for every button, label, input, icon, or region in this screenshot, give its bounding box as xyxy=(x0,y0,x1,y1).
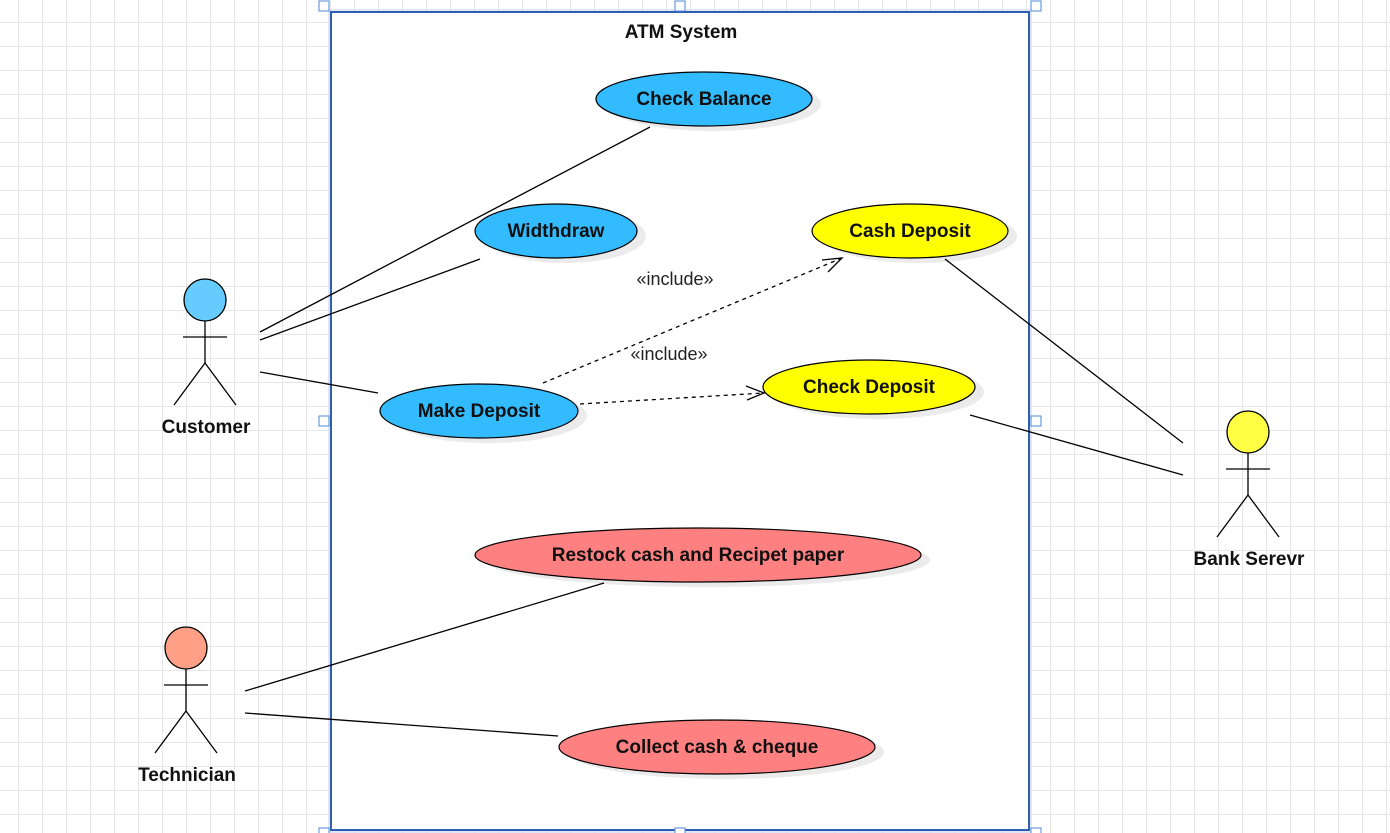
actor-label: Customer xyxy=(162,417,251,438)
system-title: ATM System xyxy=(625,22,738,43)
association-technician-collect[interactable] xyxy=(244,712,559,737)
association-customer-check-balance[interactable] xyxy=(259,126,651,333)
resize-handle-top-left[interactable] xyxy=(318,0,330,12)
actor-technician[interactable]: Technician xyxy=(138,626,236,786)
include-relation-check-deposit[interactable] xyxy=(579,385,766,405)
association-customer-withdraw[interactable] xyxy=(259,258,481,341)
use-case-label: Check Deposit xyxy=(803,377,936,398)
resize-handle-bottom-left[interactable] xyxy=(318,827,330,833)
actor-head xyxy=(1226,410,1270,454)
use-case-label: Make Deposit xyxy=(418,401,541,422)
actor-customer[interactable]: Customer xyxy=(162,278,251,438)
resize-handle-middle-right[interactable] xyxy=(1030,415,1042,427)
resize-handle-top-right[interactable] xyxy=(1030,0,1042,12)
association-technician-restock[interactable] xyxy=(244,582,605,692)
actor-bank-server[interactable]: Bank Serevr xyxy=(1194,410,1306,570)
resize-handle-bottom-right[interactable] xyxy=(1030,827,1042,833)
association-customer-make-deposit[interactable] xyxy=(259,371,379,394)
actor-label: Technician xyxy=(138,765,236,786)
use-case-check-deposit[interactable]: Check Deposit xyxy=(762,359,984,419)
association-bank-check-deposit[interactable] xyxy=(969,414,1184,476)
actor-head xyxy=(164,626,208,670)
use-case-label: Widthdraw xyxy=(508,221,605,242)
include-label-check-deposit: «include» xyxy=(630,344,707,364)
use-case-restock[interactable]: Restock cash and Recipet paper xyxy=(474,527,930,587)
use-case-label: Cash Deposit xyxy=(849,221,971,242)
use-case-collect[interactable]: Collect cash & cheque xyxy=(558,719,884,779)
use-case-cash-deposit[interactable]: Cash Deposit xyxy=(811,203,1017,263)
use-case-label: Check Balance xyxy=(636,89,771,110)
use-case-check-balance[interactable]: Check Balance xyxy=(595,71,821,131)
association-bank-cash-deposit[interactable] xyxy=(944,258,1184,444)
use-case-label: Restock cash and Recipet paper xyxy=(552,545,845,566)
use-case-label: Collect cash & cheque xyxy=(616,737,819,758)
use-case-withdraw[interactable]: Widthdraw xyxy=(474,203,646,263)
resize-handle-top-center[interactable] xyxy=(674,0,686,12)
actor-head xyxy=(183,278,227,322)
resize-handle-bottom-center[interactable] xyxy=(674,827,686,833)
include-relation-cash-deposit[interactable] xyxy=(542,257,844,384)
use-case-make-deposit[interactable]: Make Deposit xyxy=(379,383,587,443)
resize-handle-middle-left[interactable] xyxy=(318,415,330,427)
include-label-cash-deposit: «include» xyxy=(636,269,713,289)
actor-label: Bank Serevr xyxy=(1194,549,1306,570)
